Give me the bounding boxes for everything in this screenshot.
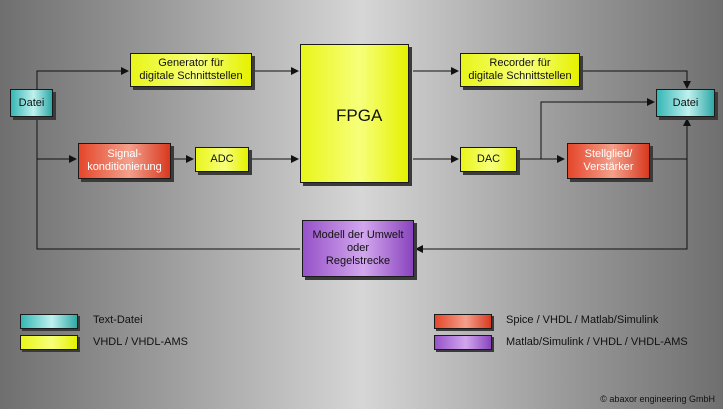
legend-swatch-spice: [434, 314, 492, 329]
fpga-block: [300, 44, 409, 183]
legend-swatch-text-datei: [20, 314, 78, 329]
dac-block: DAC: [460, 147, 517, 172]
copyright-text: © abaxor engineering GmbH: [600, 394, 715, 404]
legend-swatch-matlab: [434, 335, 492, 350]
legend-swatch-vhdl: [20, 335, 78, 350]
wire-datei-feedback: [36, 159, 300, 250]
modell-block: Modell der Umwelt oder Regelstrecke: [302, 220, 414, 277]
stellglied-block: Stellglied/ Verstärker: [567, 143, 650, 179]
legend-label-matlab: Matlab/Simulink / VHDL / VHDL-AMS: [506, 336, 688, 348]
fpga-label: FPGA: [336, 106, 383, 125]
adc-block: ADC: [195, 147, 249, 172]
recorder-block: Recorder für digitale Schnittstellen: [460, 53, 580, 87]
wire-stellglied-modell: [415, 159, 688, 253]
signal-conditioning-block: Signal- konditionierung: [78, 143, 171, 179]
wire-stellglied-datei: [650, 118, 691, 160]
generator-block: Generator für digitale Schnittstellen: [130, 53, 252, 87]
wire-recorder-datei: [580, 70, 691, 89]
wire-datei-signal: [36, 118, 77, 163]
datei-right-block: Datei: [656, 89, 715, 117]
legend-label-vhdl: VHDL / VHDL-AMS: [93, 336, 188, 348]
wire-datei-generator: [36, 67, 129, 91]
wire-dac-datei: [540, 98, 655, 159]
legend-label-text-datei: Text-Datei: [93, 314, 143, 326]
legend-label-spice: Spice / VHDL / Matlab/Simulink: [506, 314, 659, 326]
datei-left-block: Datei: [10, 89, 53, 117]
